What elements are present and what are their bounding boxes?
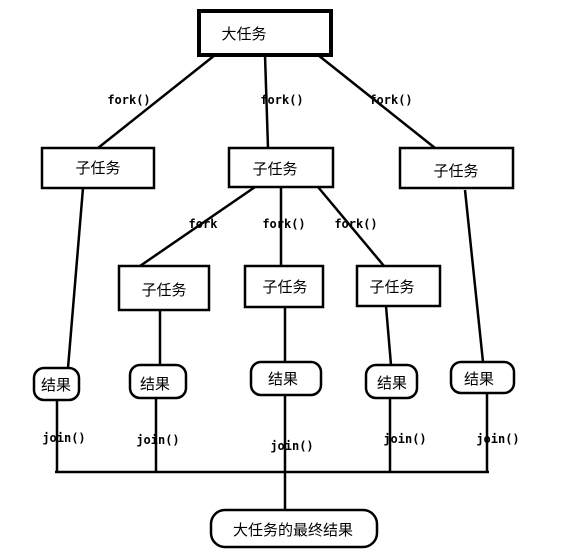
edge-sub-middle-subsub-left	[139, 185, 256, 268]
join-label-1: join()	[42, 431, 85, 445]
result-box-5	[449, 360, 516, 395]
result-label-2: 结果	[140, 375, 170, 393]
node-labels: 大任务 子任务 子任务 子任务 子任务 子任务 子任务 结果 结果 结果 结果 …	[41, 25, 494, 539]
result-box-2	[128, 363, 188, 400]
result-box-3	[249, 360, 323, 397]
final-result-box	[209, 508, 379, 549]
edge-sub-right-result-5	[463, 189, 485, 363]
fork-label-root-left: fork()	[107, 93, 150, 107]
fork-label-mid-right: fork()	[334, 217, 377, 231]
subsub-task-label-middle: 子任务	[262, 278, 307, 296]
sub-task-box-left	[40, 146, 156, 190]
join-label-2: join()	[136, 433, 179, 447]
result-label-5: 结果	[464, 370, 494, 388]
subsub-task-label-left: 子任务	[141, 281, 186, 299]
sub-task-box-middle	[227, 146, 335, 189]
fork-label-root-right: fork()	[369, 93, 412, 107]
root-task-label: 大任务	[221, 25, 266, 43]
result-boxes	[32, 360, 516, 549]
subsub-task-box-right	[355, 264, 442, 308]
join-label-3: join()	[270, 439, 313, 453]
edge-root-sub-middle	[263, 54, 270, 149]
edge-root-sub-left	[97, 54, 216, 149]
subsub-task-box-left	[117, 264, 211, 312]
edge-labels: fork() fork() fork() fork fork() fork() …	[42, 93, 519, 453]
sub-task-label-middle: 子任务	[252, 160, 297, 178]
fork-label-mid-left: fork	[189, 217, 219, 231]
subsub-task-label-right: 子任务	[369, 278, 414, 296]
result-box-1	[32, 366, 81, 402]
edge-subsub-right-result-4	[384, 305, 393, 366]
subsub-task-box-middle	[243, 264, 325, 309]
root-task-box	[197, 9, 333, 57]
fork-label-root-middle: fork()	[260, 93, 303, 107]
sub-task-label-right: 子任务	[433, 162, 478, 180]
edge-sub-middle-subsub-right	[317, 186, 385, 267]
final-result-label: 大任务的最终结果	[233, 521, 353, 539]
result-box-4	[364, 363, 419, 400]
connectors	[55, 54, 489, 512]
join-label-4: join()	[383, 432, 426, 446]
edge-sub-left-result-1	[66, 187, 85, 369]
result-label-4: 结果	[377, 374, 407, 392]
fork-label-mid-middle: fork()	[262, 217, 305, 231]
sub-task-box-right	[398, 146, 515, 190]
node-boxes	[40, 9, 515, 312]
result-label-1: 结果	[41, 376, 71, 394]
result-label-3: 结果	[268, 370, 298, 388]
sub-task-label-left: 子任务	[75, 159, 120, 177]
join-label-5: join()	[476, 432, 519, 446]
edge-root-sub-right	[317, 54, 436, 149]
